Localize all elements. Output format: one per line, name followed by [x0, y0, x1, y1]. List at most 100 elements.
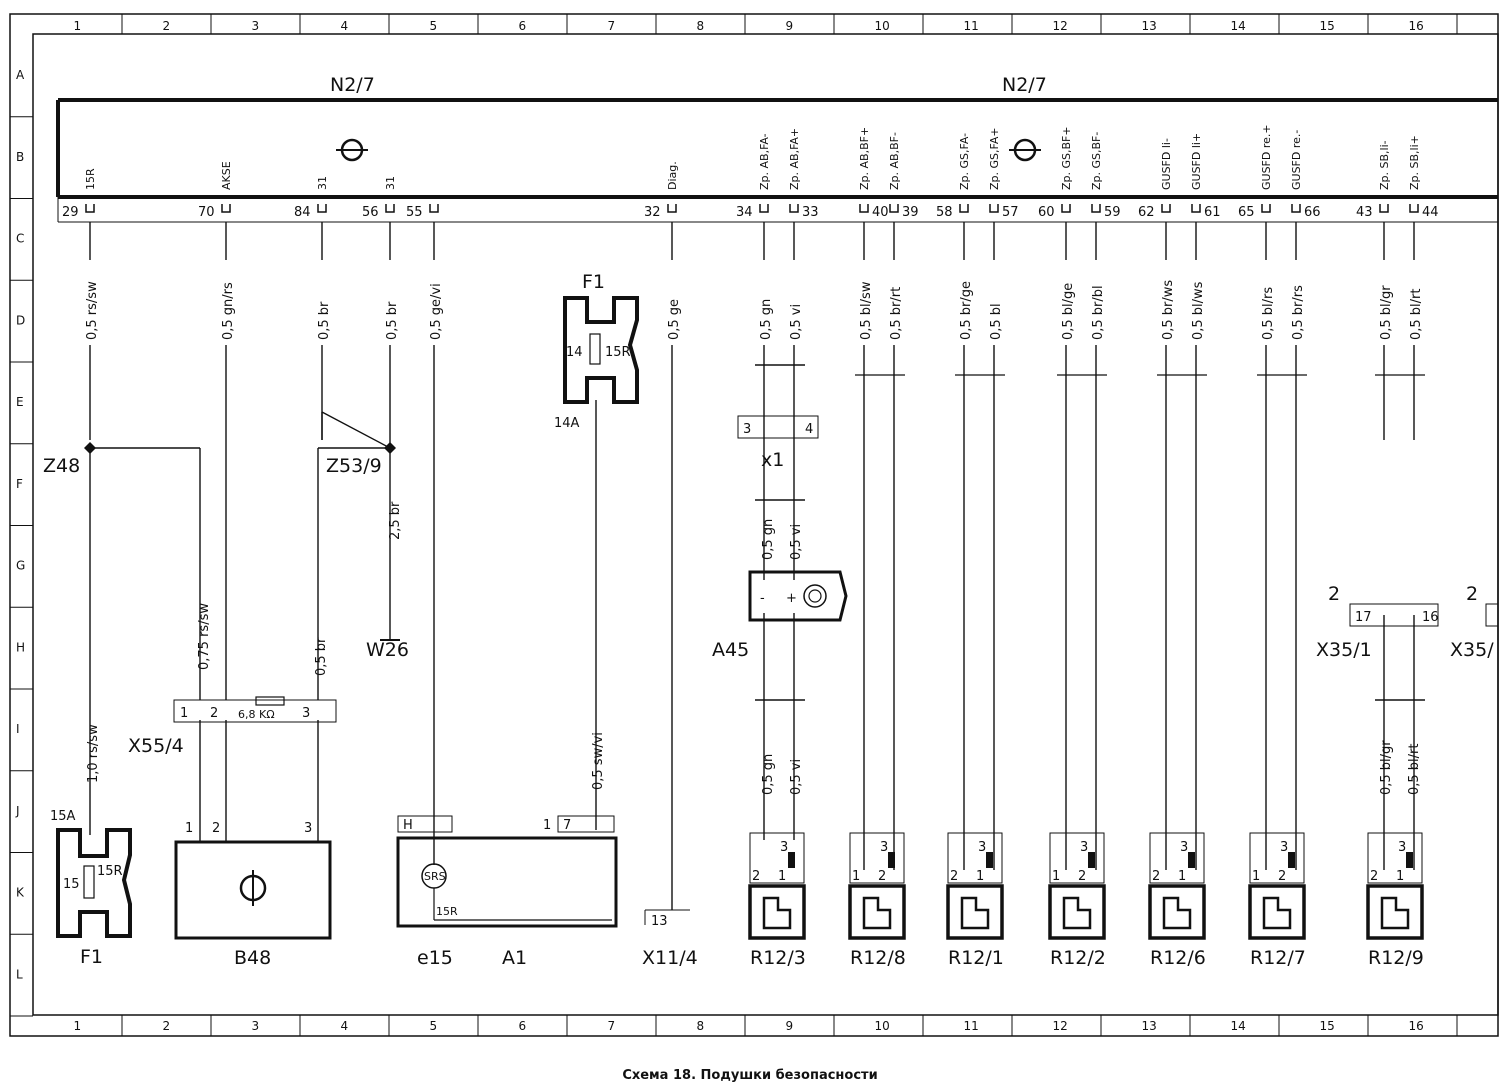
signal-label: 31 [384, 176, 397, 190]
wire-label-w2: 0,75 rs/sw [197, 603, 212, 670]
column-label-top: 5 [430, 19, 438, 33]
pin-number: 55 [406, 205, 423, 220]
pin-number: 58 [936, 205, 953, 220]
squib-pin: 1 [1178, 869, 1186, 884]
ground-label-w26: W26 [366, 639, 409, 661]
column-label-top: 15 [1320, 19, 1335, 33]
signal-label: Zp. GS,BF- [1090, 132, 1103, 190]
squib-connector [1367, 832, 1423, 884]
junction-z48 [84, 442, 96, 454]
component-a45 [748, 570, 848, 622]
pin-number: 65 [1238, 205, 1255, 220]
squib-pin: 2 [1078, 869, 1086, 884]
column-label-bottom: 4 [341, 1019, 349, 1033]
wire-label-w10: 0,5 bl/gr [1379, 740, 1394, 795]
wire-label-w1: 1,0 rs/sw [86, 724, 101, 783]
pin-number: 59 [1104, 205, 1121, 220]
airbag-squib [946, 884, 1004, 940]
pin-number: 62 [1138, 205, 1155, 220]
signal-label: GUSFD li+ [1190, 133, 1203, 190]
row-label: K [16, 886, 25, 900]
squib-label: R12/1 [948, 947, 1004, 969]
svg-text:2: 2 [1466, 583, 1478, 605]
resistor-value: 6,8 KΩ [238, 708, 275, 721]
signal-label: Zp. AB,BF- [888, 132, 901, 190]
pin-number: 44 [1422, 205, 1439, 220]
svg-text:2: 2 [210, 706, 218, 721]
row-label: C [16, 232, 24, 246]
squib-pin: 2 [752, 869, 760, 884]
srs-label: SRS [424, 870, 446, 883]
squib-pin: 2 [950, 869, 958, 884]
row-label: A [16, 68, 25, 82]
pin-number: 29 [62, 205, 79, 220]
component-b48 [174, 840, 332, 940]
pin-number: 60 [1038, 205, 1055, 220]
squib-connector [1049, 832, 1105, 884]
control-unit-label-right: N2/7 [1002, 74, 1047, 96]
fuse-sub-14a: 14A [554, 416, 580, 431]
svg-text:2: 2 [1328, 583, 1340, 605]
column-label-top: 14 [1231, 19, 1246, 33]
squib-connector [1249, 832, 1305, 884]
squib-pin: 1 [778, 869, 786, 884]
squib-connector [947, 832, 1003, 884]
junction-label-z48: Z48 [43, 455, 80, 477]
airbag-squib [1366, 884, 1424, 940]
wire-label: 0,5 bl/gr [1379, 285, 1394, 340]
pin-number: 32 [644, 205, 661, 220]
column-label-bottom: 16 [1409, 1019, 1424, 1033]
svg-text:-: - [760, 591, 765, 606]
squib-pin: 3 [1180, 840, 1188, 855]
squib-label: R12/7 [1250, 947, 1306, 969]
column-label-bottom: 10 [875, 1019, 890, 1033]
component-label-e15: e15 [417, 947, 453, 969]
row-label: J [15, 804, 20, 818]
row-label: D [16, 313, 25, 327]
fuse-pin-15r: 15R [605, 345, 631, 360]
column-label-top: 8 [697, 19, 705, 33]
squib-connector [1149, 832, 1205, 884]
svg-text:1: 1 [180, 706, 188, 721]
column-label-bottom: 9 [786, 1019, 794, 1033]
column-label-top: 4 [341, 19, 349, 33]
squib-label: R12/3 [750, 947, 806, 969]
squib-pin: 1 [976, 869, 984, 884]
squib-pin: 3 [1398, 840, 1406, 855]
grid-reference: 1122334455667788991010111112121313141415… [10, 14, 1458, 1036]
signal-label: GUSFD li- [1160, 138, 1173, 190]
signal-label: Zp. SB,li+ [1408, 135, 1421, 190]
column-label-top: 16 [1409, 19, 1424, 33]
column-label-top: 11 [964, 19, 979, 33]
clock-spring-icon [803, 584, 827, 608]
wire-label-w6: 0,5 gn [761, 519, 776, 560]
wire-label: 0,5 br/rt [889, 287, 904, 340]
squib-pin: 3 [880, 840, 888, 855]
squib-label: R12/9 [1368, 947, 1424, 969]
fuse-pin-15: 15 [63, 877, 80, 892]
connector-x55 [173, 699, 337, 723]
wire-label: 0,5 vi [789, 304, 804, 340]
svg-text:3: 3 [304, 821, 312, 836]
column-label-top: 10 [875, 19, 890, 33]
connector-label-x55: X55/4 [128, 735, 184, 757]
column-label-top: 9 [786, 19, 794, 33]
pin-number: 61 [1204, 205, 1221, 220]
column-label-top: 7 [608, 19, 616, 33]
svg-text:2: 2 [212, 821, 220, 836]
squib-connector [749, 832, 805, 884]
signal-label: Zp. GS,FA- [958, 133, 971, 190]
squib-pin: 2 [1152, 869, 1160, 884]
junction-z53 [384, 442, 396, 454]
signal-label: Zp. SB,li- [1378, 140, 1391, 190]
component-label-b48: B48 [234, 947, 271, 969]
pin-number: 43 [1356, 205, 1373, 220]
row-label: H [16, 640, 25, 654]
column-label-bottom: 13 [1142, 1019, 1157, 1033]
column-label-bottom: 15 [1320, 1019, 1335, 1033]
airbag-squib [1248, 884, 1306, 940]
signal-label: Zp. AB,FA+ [788, 128, 801, 190]
signal-label: Zp. GS,FA+ [988, 127, 1001, 190]
wire-label: 0,5 br/rs [1291, 285, 1306, 340]
